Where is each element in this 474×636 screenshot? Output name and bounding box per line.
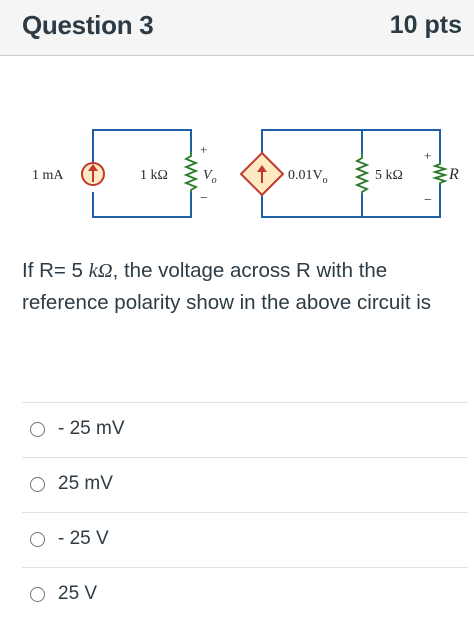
vo-minus-sign: − bbox=[200, 191, 208, 206]
circuit-diagram: 1 mA 1 kΩ + Vo − 0.01Vo 5 kΩ + R − bbox=[32, 129, 459, 218]
r-minus-sign: − bbox=[424, 193, 432, 208]
question-text-part1: If R= 5 bbox=[22, 259, 89, 282]
question-text: If R= 5 kΩ, the voltage across R with th… bbox=[22, 255, 462, 319]
current-source-label: 1 mA bbox=[32, 168, 64, 183]
answer-option[interactable]: 25 V bbox=[22, 567, 468, 622]
resistor-5k-label: 5 kΩ bbox=[375, 168, 403, 183]
answer-list: - 25 mV 25 mV - 25 V 25 V bbox=[22, 402, 468, 622]
resistor-5k-icon bbox=[354, 154, 370, 194]
left-loop-wires bbox=[92, 129, 192, 218]
question-text-part2: , the voltage across R with the referenc… bbox=[22, 259, 432, 314]
right-loop-wires bbox=[261, 129, 441, 218]
answer-label: 25 V bbox=[58, 583, 98, 604]
answer-option[interactable]: - 25 mV bbox=[22, 402, 468, 457]
vo-label: Vo bbox=[203, 168, 217, 186]
question-math-unit: kΩ bbox=[88, 260, 113, 282]
radio-button[interactable] bbox=[30, 532, 45, 547]
resistor-r-icon bbox=[431, 162, 449, 184]
question-header: Question 3 10 pts bbox=[0, 0, 474, 56]
r-plus-sign: + bbox=[424, 148, 431, 163]
answer-label: - 25 mV bbox=[58, 418, 125, 439]
vo-plus-sign: + bbox=[200, 142, 207, 157]
answer-label: 25 mV bbox=[58, 473, 113, 494]
r-label: R bbox=[448, 166, 459, 183]
radio-button[interactable] bbox=[30, 422, 45, 437]
current-source-icon bbox=[81, 162, 105, 186]
question-title: Question 3 bbox=[22, 10, 154, 40]
dependent-source-label: 0.01Vo bbox=[288, 168, 328, 186]
radio-button[interactable] bbox=[30, 587, 45, 602]
question-points: 10 pts bbox=[389, 11, 462, 39]
answer-label: - 25 V bbox=[58, 528, 109, 549]
resistor-1k-label: 1 kΩ bbox=[140, 168, 168, 183]
dependent-source-icon bbox=[239, 151, 285, 197]
resistor-1k-icon bbox=[183, 152, 199, 192]
answer-option[interactable]: - 25 V bbox=[22, 512, 468, 567]
answer-option[interactable]: 25 mV bbox=[22, 457, 468, 512]
radio-button[interactable] bbox=[30, 477, 45, 492]
